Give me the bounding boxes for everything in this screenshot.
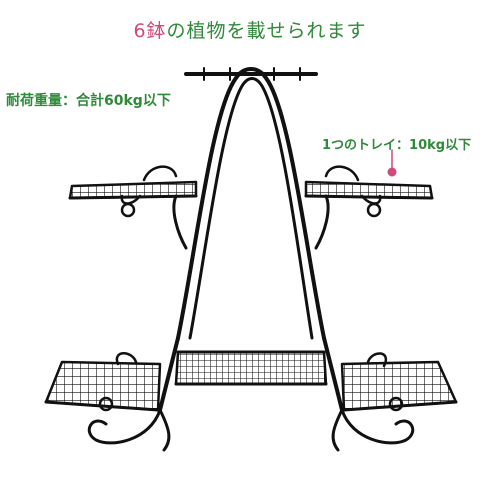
headline-highlight: 鉢 — [146, 20, 167, 42]
tray-center — [174, 350, 328, 386]
tray-upper-right — [304, 165, 434, 250]
scroll-feet — [158, 408, 344, 452]
tray-lower-left — [44, 352, 162, 445]
headline-text: の植物を載せられます — [166, 20, 367, 42]
total-load-caption: 耐荷重量：合計60kg以下 — [6, 93, 171, 109]
headline-caption: 6鉢の植物を載せられます — [0, 16, 500, 43]
tray-pointer — [387, 149, 397, 177]
a-frame-arch — [158, 67, 344, 412]
tray-load-caption: 1つのトレイ：10kg以下 — [322, 138, 472, 153]
tray-lower-right — [340, 352, 458, 445]
headline-number: 6 — [133, 20, 147, 42]
top-hanging-bar — [184, 67, 318, 81]
tray-upper-left — [68, 165, 198, 250]
